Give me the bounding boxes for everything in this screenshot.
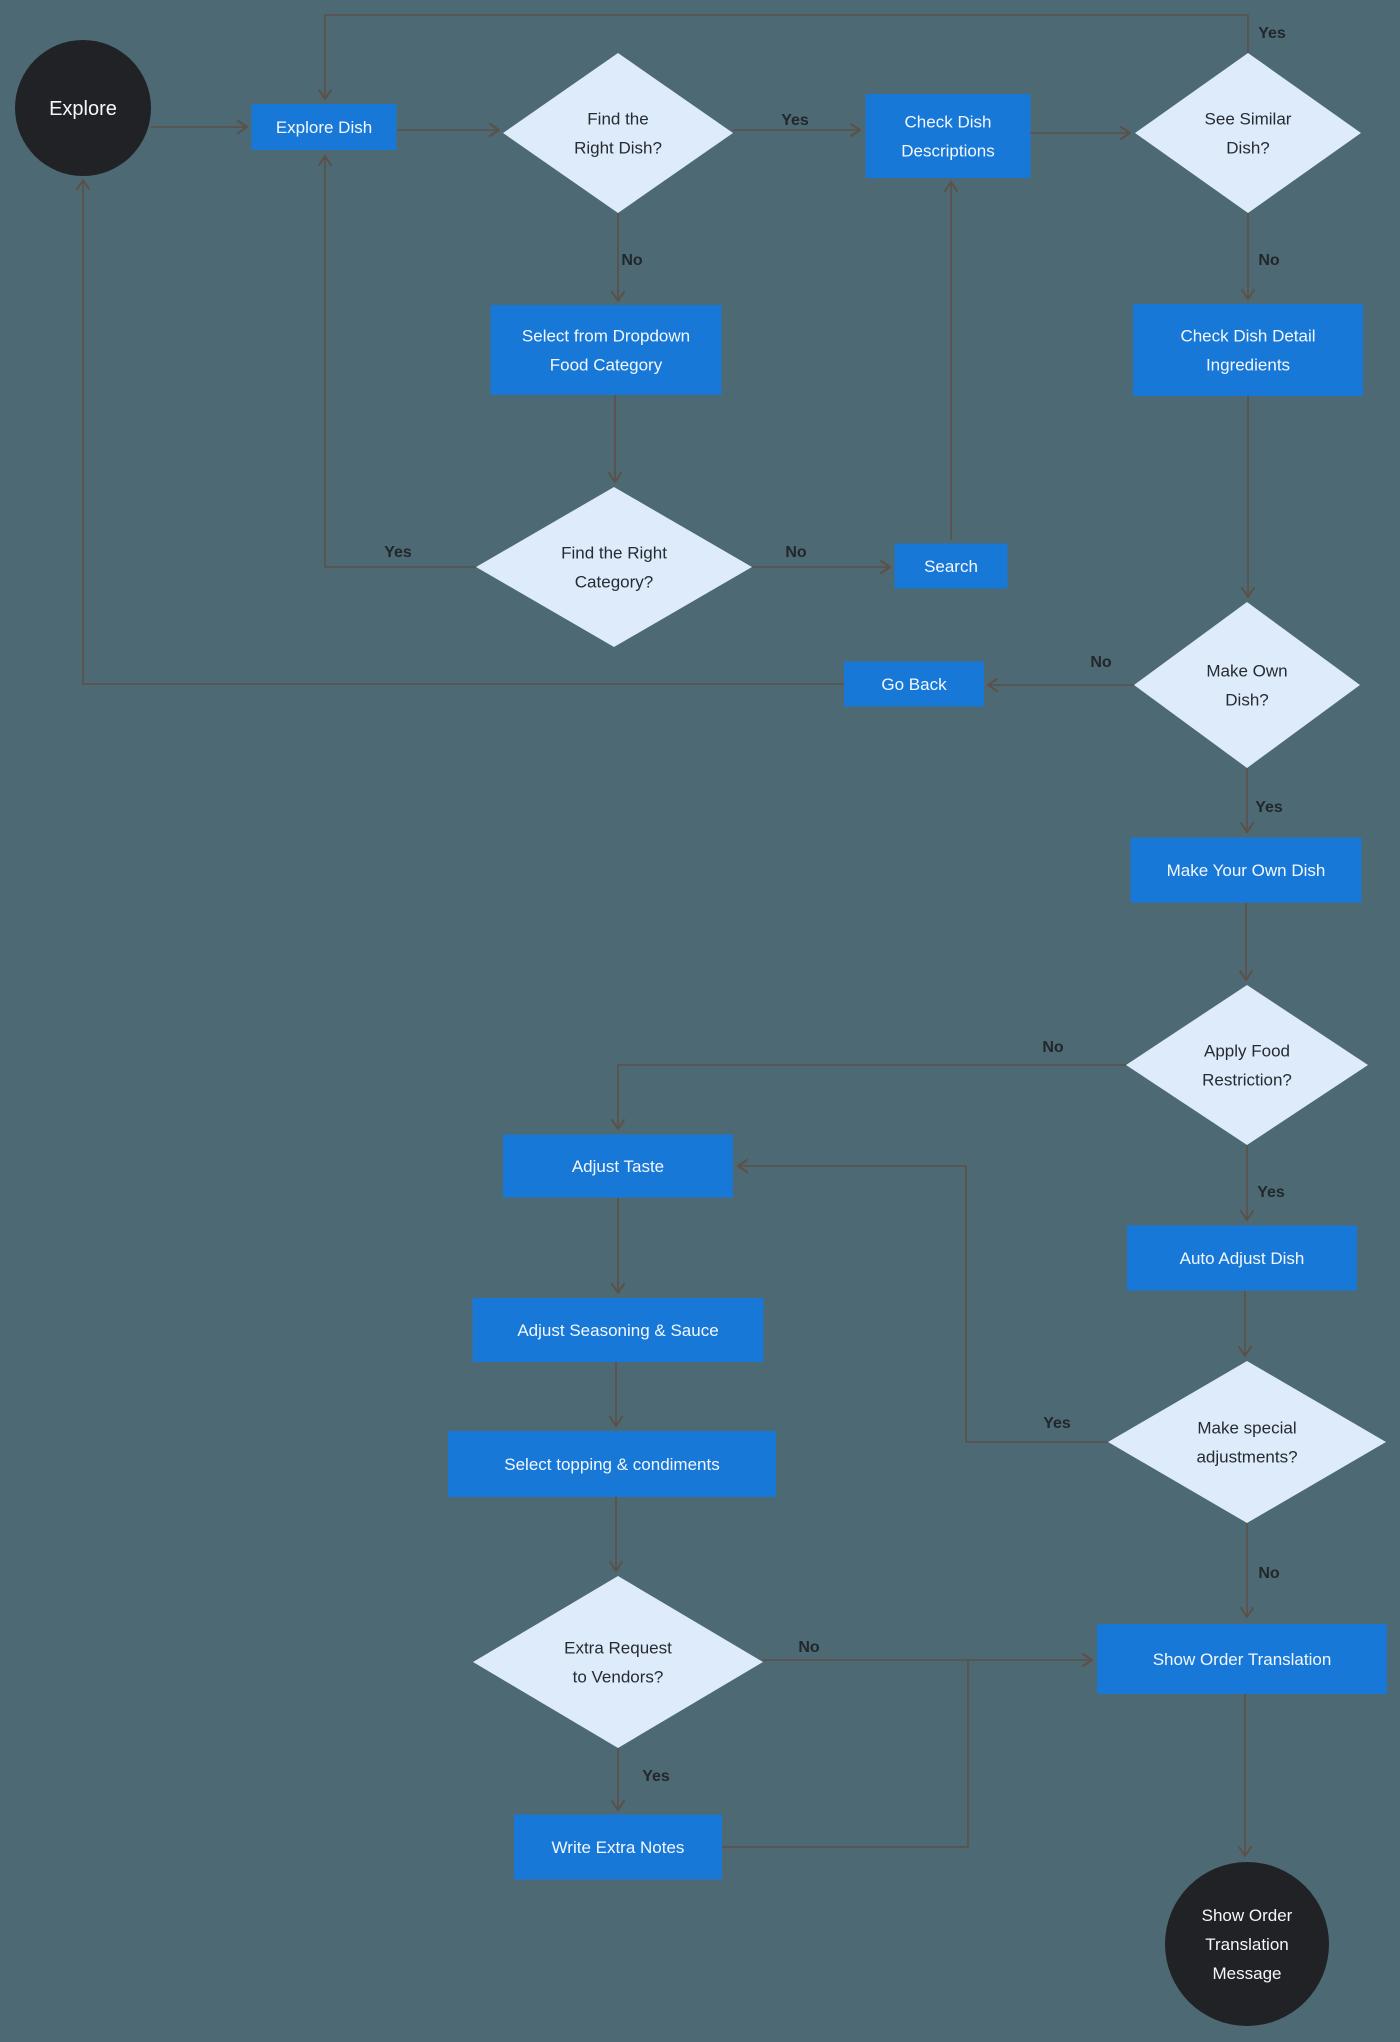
decision-shape xyxy=(503,53,733,213)
edge-special-adjustments-yes-loop xyxy=(737,1159,1108,1443)
edge-label: Yes xyxy=(1258,25,1286,42)
terminator-start-explore[interactable]: Explore xyxy=(15,40,151,176)
edge-label: No xyxy=(1090,654,1112,671)
process-show-order-translation[interactable]: Show Order Translation xyxy=(1097,1624,1387,1694)
terminator-shape xyxy=(15,40,151,176)
decision-shape xyxy=(473,1576,763,1748)
edge-label: No xyxy=(798,1639,820,1656)
decision-shape xyxy=(1126,985,1368,1145)
edge-label: Yes xyxy=(642,1768,670,1785)
process-shape xyxy=(448,1431,776,1497)
edge-find-right-category-yes-loop xyxy=(318,155,476,568)
edge-label: No xyxy=(621,252,643,269)
process-select-topping-condiments[interactable]: Select topping & condiments xyxy=(448,1431,776,1497)
edge-apply-restriction-no xyxy=(611,1064,1126,1130)
process-make-your-own-dish[interactable]: Make Your Own Dish xyxy=(1130,837,1362,903)
process-auto-adjust-dish[interactable]: Auto Adjust Dish xyxy=(1127,1225,1357,1291)
process-shape xyxy=(503,1134,733,1198)
edge-label: Yes xyxy=(1043,1415,1071,1432)
process-shape xyxy=(1097,1624,1387,1694)
process-search[interactable]: Search xyxy=(894,543,1008,589)
edge-label: No xyxy=(1258,252,1280,269)
edge-label: No xyxy=(785,544,807,561)
edge-label: No xyxy=(1042,1039,1064,1056)
terminator-shape xyxy=(1165,1862,1329,2026)
decision-shape xyxy=(1108,1361,1386,1523)
process-shape xyxy=(514,1814,722,1880)
process-shape xyxy=(1130,837,1362,903)
decision-shape xyxy=(476,487,752,647)
edge-label: Yes xyxy=(781,112,809,129)
edge-write-notes-merge xyxy=(722,1661,969,1848)
process-shape xyxy=(490,305,722,395)
edge-label: Yes xyxy=(1257,1184,1285,1201)
process-explore-dish[interactable]: Explore Dish xyxy=(251,104,397,150)
edge-go-back-loop xyxy=(76,179,844,685)
edge-label: No xyxy=(1258,1565,1280,1582)
process-shape xyxy=(894,543,1008,589)
process-shape xyxy=(251,104,397,150)
edge-see-similar-yes-loop xyxy=(318,14,1249,100)
decision-shape xyxy=(1134,602,1360,768)
process-shape xyxy=(472,1298,764,1362)
process-adjust-seasoning-sauce[interactable]: Adjust Seasoning & Sauce xyxy=(472,1298,764,1362)
process-go-back[interactable]: Go Back xyxy=(844,661,984,707)
edge-label: Yes xyxy=(1255,799,1283,816)
process-shape xyxy=(1133,304,1363,396)
edge-label: Yes xyxy=(384,544,412,561)
process-adjust-taste[interactable]: Adjust Taste xyxy=(503,1134,733,1198)
process-shape xyxy=(865,94,1031,178)
process-write-extra-notes[interactable]: Write Extra Notes xyxy=(514,1814,722,1880)
decision-shape xyxy=(1135,53,1361,213)
process-shape xyxy=(844,661,984,707)
process-shape xyxy=(1127,1225,1357,1291)
